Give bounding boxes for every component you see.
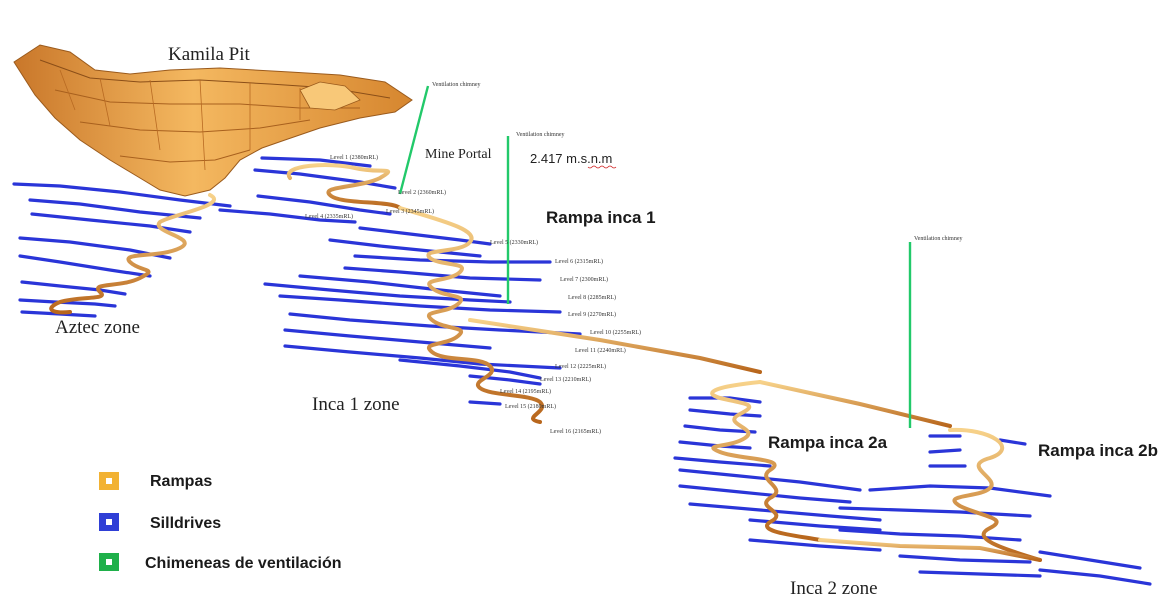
chimney-3-label: Ventilation chimney <box>914 236 963 242</box>
silldrive-inca1-4 <box>343 266 542 282</box>
silldrive-aztec-1 <box>12 182 232 208</box>
level-label-8: Level 8 (2285mRL) <box>568 294 616 301</box>
kamila-pit-shape <box>13 44 413 197</box>
level-label-1: Level 1 (2380mRL) <box>330 154 378 161</box>
level-label-16: Level 16 (2165mRL) <box>550 428 601 435</box>
level-label-12: Level 12 (2225mRL) <box>555 363 606 370</box>
level-label-9: Level 9 (2270mRL) <box>568 311 616 318</box>
silldrive-top-4 <box>218 208 357 224</box>
ramp-aztec <box>49 193 216 315</box>
silldrive-top-3 <box>256 194 392 216</box>
aztec-zone-label: Aztec zone <box>55 317 140 338</box>
chimney-1-line <box>398 85 430 195</box>
level-label-7: Level 7 (2300mRL) <box>560 276 608 283</box>
ramp-inca2b <box>948 427 1042 562</box>
legend-item-silldrives: Silldrives <box>99 513 221 532</box>
silldrive-inca2-10 <box>748 538 882 552</box>
legend-item-rampas: Rampas <box>99 472 212 490</box>
ramp-inca1 <box>398 206 544 424</box>
silldrive-aztec-3 <box>30 212 192 234</box>
legend: Rampas Silldrives Chimeneas de ventilaci… <box>99 472 342 572</box>
silldrive-aztec-7 <box>18 298 117 308</box>
level-label-14: Level 14 (2195mRL) <box>500 388 551 395</box>
silldrive-inca2-13 <box>838 528 1022 542</box>
silldrive-inca2-3 <box>683 424 757 434</box>
chimney-1-label: Ventilation chimney <box>432 82 481 88</box>
silldrives <box>12 156 1152 586</box>
silldrive-inca1-3 <box>353 254 552 264</box>
silldrive-aztec-5 <box>18 254 152 278</box>
level-label-13: Level 13 (2210mRL) <box>540 376 591 383</box>
mine-portal-label: Mine Portal <box>425 147 492 162</box>
silldrive-inca2-7 <box>678 484 852 504</box>
rampa-inca-2b-label: Rampa inca 2b <box>1038 441 1158 460</box>
ramp-inca2-bottom <box>818 538 1042 562</box>
kamila-pit-label: Kamila Pit <box>168 44 251 65</box>
level-label-6: Level 6 (2315mRL) <box>555 258 603 265</box>
level-label-2: Level 2 (2360mRL) <box>398 189 446 196</box>
silldrive-inca2-11 <box>838 506 1032 518</box>
inca-1-zone-label: Inca 1 zone <box>312 394 400 415</box>
level-label-5: Level 5 (2330mRL) <box>490 239 538 246</box>
silldrive-inca2-5 <box>673 456 772 468</box>
silldrive-inca1-1 <box>358 226 492 246</box>
silldrive-top-2 <box>253 168 397 190</box>
level-label-10: Level 10 (2255mRL) <box>590 329 641 336</box>
silldrive-inca2-6 <box>678 468 862 492</box>
silldrive-inca2-16 <box>1038 550 1142 570</box>
ramp-portal <box>286 163 402 210</box>
inca-2-zone-label: Inca 2 zone <box>790 578 878 599</box>
silldrive-inca1-8 <box>288 312 582 336</box>
level-label-11: Level 11 (2240mRL) <box>575 347 626 354</box>
silldrive-inca2-21 <box>998 438 1027 446</box>
silldrive-inca2-17 <box>1038 568 1152 586</box>
level-labels: Level 1 (2380mRL) Level 2 (2360mRL) Leve… <box>305 154 641 435</box>
silldrive-inca2-14 <box>898 554 1032 564</box>
silldrive-inca1-9 <box>283 328 492 350</box>
silldrive-inca1-11 <box>398 358 542 380</box>
ramp-inca2a <box>710 380 822 542</box>
silldrive-inca2-2 <box>688 408 762 418</box>
elevation-label: 2.417 m.s.n.m <box>530 151 612 166</box>
chimney-2-label: Ventilation chimney <box>516 132 565 138</box>
elevation-underline <box>587 165 617 169</box>
ramp-connector <box>468 318 762 374</box>
silldrive-inca2-1 <box>688 396 762 404</box>
silldrive-aztec-2 <box>28 198 202 220</box>
legend-label-rampas: Rampas <box>150 473 212 490</box>
silldrive-inca1-2 <box>328 238 482 258</box>
silldrive-inca1-10 <box>283 344 562 370</box>
legend-item-chimeneas: Chimeneas de ventilación <box>99 553 342 572</box>
silldrive-inca2-8 <box>688 502 882 522</box>
silldrive-inca2-19 <box>928 448 962 454</box>
ventilation-chimneys <box>398 85 912 428</box>
silldrive-inca2-12 <box>868 484 1052 498</box>
silldrive-inca1-13 <box>468 400 502 406</box>
silldrive-top-1 <box>260 156 372 168</box>
level-label-4: Level 4 (2335mRL) <box>305 213 353 220</box>
silldrive-inca2-15 <box>918 570 1042 578</box>
legend-label-silldrives: Silldrives <box>150 515 221 532</box>
silldrive-inca1-6 <box>263 282 512 304</box>
ramp-connector-2 <box>758 380 952 428</box>
rampa-inca-2a-label: Rampa inca 2a <box>768 433 888 452</box>
level-label-3: Level 3 (2345mRL) <box>386 208 434 215</box>
legend-label-chimeneas: Chimeneas de ventilación <box>145 555 342 572</box>
ramps <box>49 163 1042 562</box>
silldrive-inca1-7 <box>278 294 562 314</box>
rampa-inca-1-label: Rampa inca 1 <box>546 208 656 227</box>
silldrive-inca1-5 <box>298 274 502 298</box>
level-label-15: Level 15 (2180mRL) <box>505 403 556 410</box>
silldrive-aztec-6 <box>20 280 127 296</box>
